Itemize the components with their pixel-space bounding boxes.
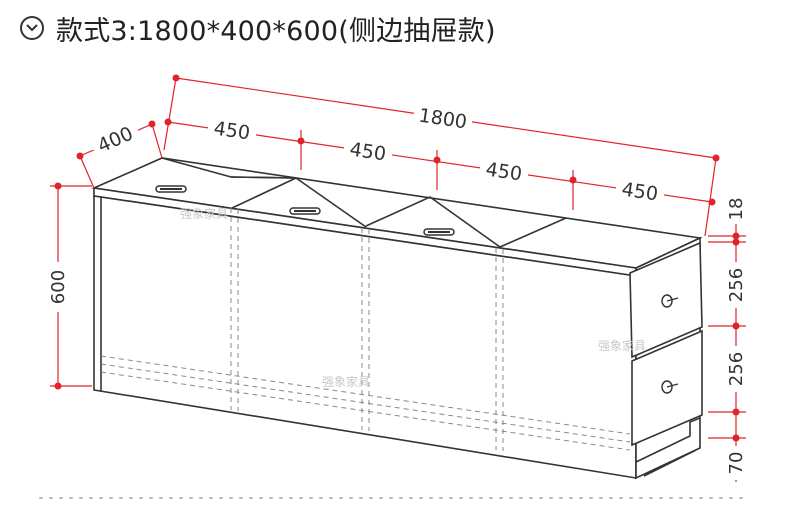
dim-segment-2: 450 [348,138,387,165]
dim-height: 600 [48,270,69,304]
cabinet-drawing [91,157,703,480]
page-title: 款式3:1800*400*600(侧边抽屉款) [56,15,496,47]
chevron-down-icon [26,24,38,32]
dim-depth: 400 [94,122,136,157]
dim-drawer-2: 256 [726,352,747,386]
dim-segment-1: 450 [212,117,251,144]
hidden-lines [100,208,631,451]
watermark-3: 强象家具 [598,338,646,353]
watermark-2: 强象家具 [322,374,370,389]
dim-segment-4: 450 [620,178,659,205]
dim-base: 70 [726,452,747,475]
dim-segment-3: 450 [484,158,523,185]
chevron-down-circle-icon[interactable] [20,16,44,40]
drawer-knobs [661,294,679,394]
dim-top-thickness: 18 [726,198,747,221]
lid-handles [155,185,455,236]
dimension-markers [54,74,740,442]
watermark-1: 强象家具 [180,206,228,221]
dim-drawer-1: 256 [726,268,747,302]
header: 款式3:1800*400*600(侧边抽屉款) [20,8,496,48]
